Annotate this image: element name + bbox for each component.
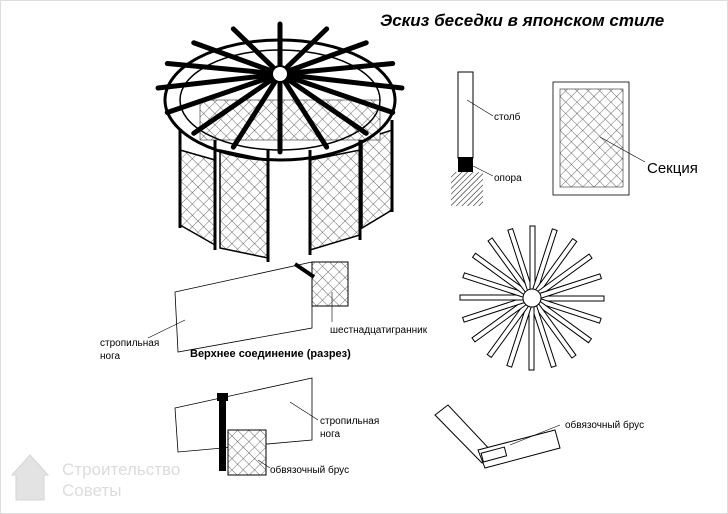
roof-plan-hub: [522, 288, 542, 308]
rafter-top-label-2: нога: [100, 351, 121, 362]
roof-plan-rafter: [459, 294, 525, 301]
bottom-joint-drawing: [174, 377, 319, 476]
rafter: [164, 61, 283, 77]
roof-plan-rafter: [528, 305, 535, 371]
beam-bottom-label: обвязочный брус: [270, 464, 349, 476]
support-label: опора: [494, 173, 522, 184]
section-label: Секция: [647, 160, 698, 177]
post-label: столб: [494, 111, 521, 123]
rafter: [277, 40, 369, 77]
roof-hub: [271, 65, 289, 83]
section-drawing: [552, 81, 646, 196]
top-joint-caption: Верхнее соединение (разрез): [190, 348, 351, 360]
top-joint-drawing: [147, 261, 349, 353]
roof-plan-star: [459, 225, 605, 371]
beam-corner-label: обвязочный брус: [565, 419, 644, 431]
rafter-top-label-1: стропильная: [100, 338, 159, 349]
rafter: [277, 71, 405, 91]
rafter-bottom-label-1: стропильная: [320, 416, 379, 427]
gazebo-walls: [178, 99, 394, 262]
title: Эскиз беседки в японском стиле: [380, 11, 664, 30]
rafter: [230, 71, 283, 150]
roof-plan-rafter: [539, 295, 605, 302]
rafter: [277, 71, 396, 115]
watermark-line1: Строительство: [62, 460, 180, 479]
watermark-line2: Советы: [62, 481, 121, 500]
gazebo-drawing: [155, 21, 405, 262]
roof-plan-rafter: [529, 225, 536, 291]
house-logo-icon: [10, 454, 50, 501]
rafter: [230, 26, 283, 77]
rafter: [155, 71, 283, 91]
rafter: [277, 71, 369, 136]
rafter: [191, 71, 283, 136]
rafter: [277, 71, 330, 150]
rafter: [191, 40, 283, 77]
rafter-bottom-label-2: нога: [320, 429, 341, 440]
rafter: [277, 61, 396, 77]
rafter: [164, 71, 283, 115]
roof-rafters: [155, 21, 405, 155]
corner-joint-drawing: [434, 404, 561, 469]
hexadecagon-label: шестнадцатигранник: [330, 325, 428, 336]
rafter: [277, 26, 330, 77]
watermark: Строительство Советы: [10, 454, 180, 501]
post-drawing: [451, 71, 494, 206]
